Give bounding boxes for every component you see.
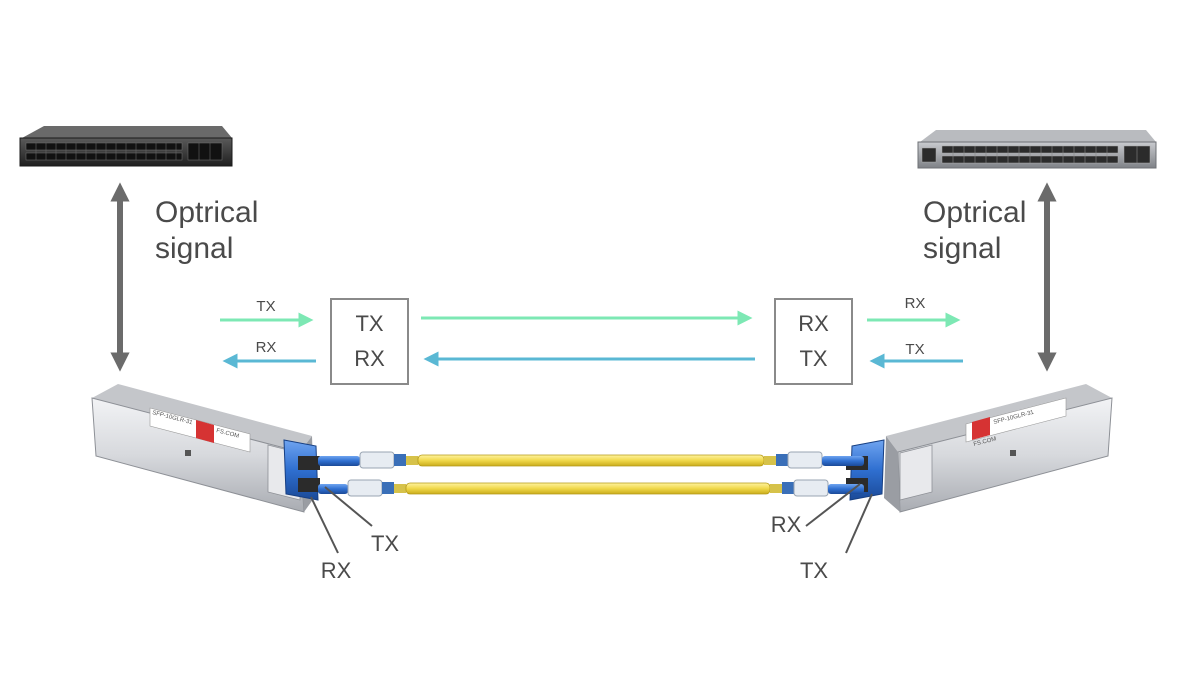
right-rx-pointer-line bbox=[805, 483, 861, 527]
right-box-tx-label: TX bbox=[799, 346, 827, 371]
right-fiber-rx-label: RX bbox=[771, 512, 802, 537]
left-module-brand-text: FS.COM bbox=[215, 428, 239, 440]
left-tx-arrow-label: TX bbox=[256, 298, 275, 315]
right-tx-pointer-line bbox=[845, 493, 873, 554]
fiber-patch-cable-top bbox=[318, 451, 864, 469]
left-rx-arrow-label: RX bbox=[256, 339, 277, 356]
fiber-patch-cable-bottom bbox=[318, 479, 864, 497]
left-fiber-rx-label: RX bbox=[321, 558, 352, 583]
left-box-tx-label: TX bbox=[355, 311, 383, 336]
left-tx-pointer-line bbox=[324, 486, 373, 527]
left-fiber-tx-label: TX bbox=[371, 531, 399, 556]
left-rx-pointer-line bbox=[310, 496, 339, 554]
right-optical-signal-label-line1: Optrical bbox=[923, 196, 1026, 229]
right-rx-tx-box bbox=[774, 298, 853, 385]
right-rx-arrow-label: RX bbox=[905, 295, 926, 312]
left-sfp-module: SFP-10GLR-31 FS.COM bbox=[91, 384, 320, 513]
right-switch-image bbox=[917, 130, 1157, 169]
right-sfp-module: FS.COM SFP-10GLR-31 bbox=[846, 384, 1113, 513]
left-tx-rx-box bbox=[330, 298, 409, 385]
left-optical-signal-label-line2: signal bbox=[155, 232, 233, 265]
right-box-rx-label: RX bbox=[798, 311, 829, 336]
right-module-label: FS.COM SFP-10GLR-31 bbox=[965, 397, 1067, 448]
left-optical-signal-label-line1: Optrical bbox=[155, 196, 258, 229]
left-switch-image bbox=[19, 126, 233, 167]
right-optical-signal-label-line2: signal bbox=[923, 232, 1001, 265]
right-module-brand-text: FS.COM bbox=[973, 436, 997, 448]
right-fiber-tx-label: TX bbox=[800, 558, 828, 583]
left-box-rx-label: RX bbox=[354, 346, 385, 371]
right-tx-arrow-label: TX bbox=[905, 341, 924, 358]
